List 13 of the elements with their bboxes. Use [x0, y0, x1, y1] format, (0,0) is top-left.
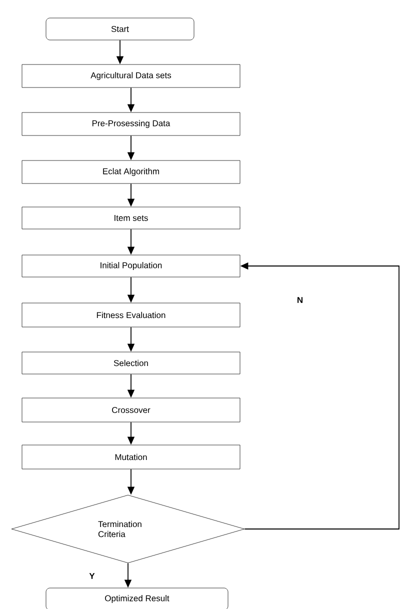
process-box: Selection [22, 352, 240, 374]
edge-label: Y [88, 572, 96, 580]
process-box: Pre-Prosessing Data [22, 112, 240, 136]
process-box: Crossover [22, 398, 240, 422]
process-box: Initial Population [22, 254, 240, 278]
edge-label: N [296, 296, 304, 304]
process-box: Agricultural Data sets [22, 64, 240, 88]
process-box: Eclat Algorithm [22, 160, 240, 184]
process-box: Item sets [22, 206, 240, 230]
process-box: Mutation [22, 444, 240, 470]
process-box: Fitness Evaluation [22, 302, 240, 328]
terminal-box: Optimized Result [46, 588, 228, 609]
terminal-box: Start [46, 18, 194, 40]
